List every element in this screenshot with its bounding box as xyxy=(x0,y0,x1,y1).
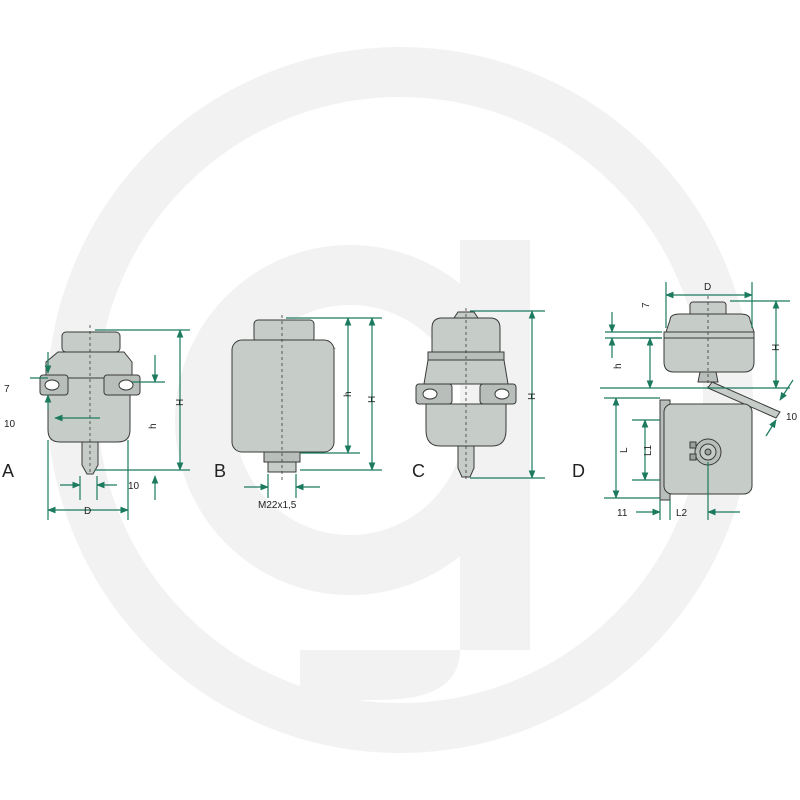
dimensions-c xyxy=(470,310,545,479)
dim-d-height-body: h xyxy=(613,363,624,369)
variant-label-c: C xyxy=(412,461,425,481)
body-d-side xyxy=(663,331,755,373)
shoulder-a xyxy=(45,351,133,379)
dim-d-nozzle: 10 xyxy=(786,412,798,423)
dimensions-d xyxy=(600,282,794,520)
dim-c-height-total: H xyxy=(527,393,538,400)
grammer-logo-watermark-icon xyxy=(47,47,753,753)
dim-a-diameter: D xyxy=(84,506,91,517)
dim-b-thread: M22x1,5 xyxy=(258,500,297,511)
variant-d: D 7 h H 10 L L1 11 L2 D xyxy=(572,282,798,520)
dim-a-height-total: H xyxy=(175,399,186,406)
dim-d-cap-height: 7 xyxy=(641,302,652,308)
dim-d-length-inner: L1 xyxy=(643,444,654,456)
dim-a-nozzle: 10 xyxy=(128,481,140,492)
reservoir-a xyxy=(39,331,141,475)
nozzle-d xyxy=(707,381,781,419)
dim-a-side-bottom: 10 xyxy=(4,419,16,430)
dim-d-bracket: 11 xyxy=(617,508,628,519)
dim-d-length: L xyxy=(619,447,630,453)
variant-label-d: D xyxy=(572,461,585,481)
dim-d-height-total: H xyxy=(771,344,782,351)
cap-b xyxy=(253,319,315,343)
dim-a-height-body: h xyxy=(148,423,159,429)
dimensions-a xyxy=(30,329,190,520)
variant-a: 7 10 H h D 10 A xyxy=(2,325,190,520)
body-b xyxy=(231,339,335,453)
nozzle-c xyxy=(457,445,475,478)
variant-label-a: A xyxy=(2,461,14,481)
reservoir-d-top xyxy=(659,399,753,501)
dimensions-b xyxy=(244,317,382,498)
dim-d-length-offset: L2 xyxy=(676,508,688,519)
dim-b-height-body: h xyxy=(343,391,354,397)
variant-b: h H M22x1,5 B xyxy=(214,315,382,511)
variant-label-b: B xyxy=(214,461,226,481)
dim-d-diameter: D xyxy=(704,282,711,293)
variant-c: H C xyxy=(412,308,545,481)
reservoir-b xyxy=(231,319,336,473)
dim-b-height-total: H xyxy=(367,396,378,403)
cap-a xyxy=(61,331,121,353)
dim-a-side-top: 7 xyxy=(4,384,10,395)
reservoir-d-side xyxy=(663,301,781,419)
